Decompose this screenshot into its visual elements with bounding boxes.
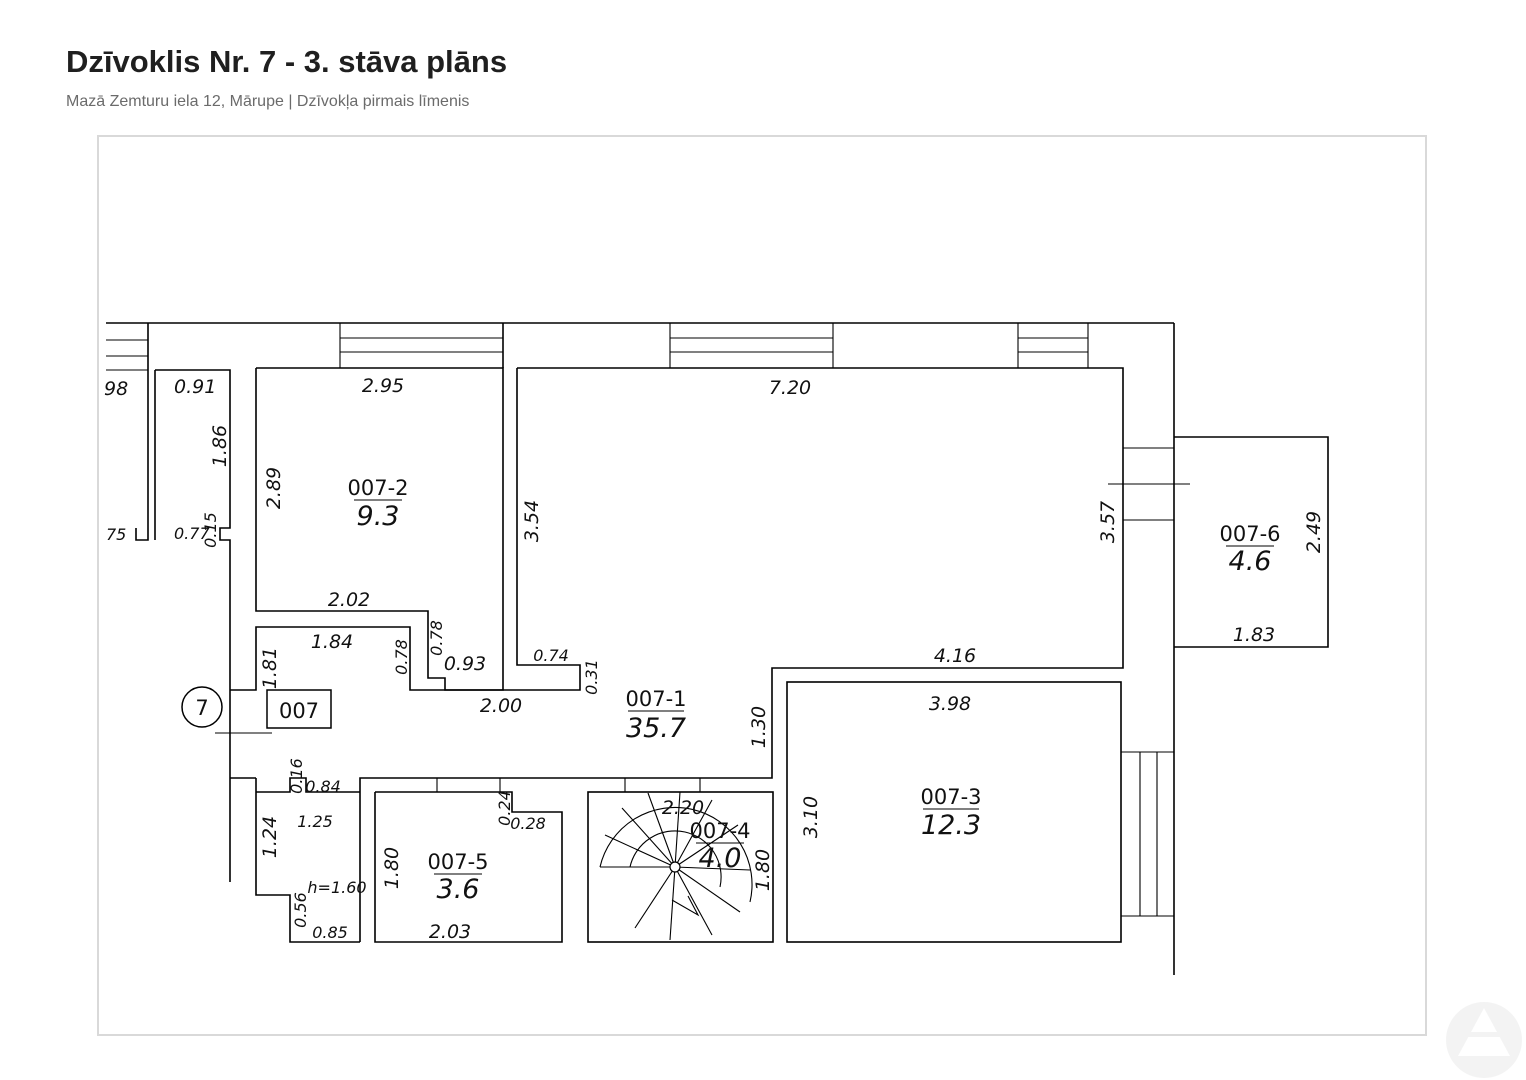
room-label-007-6: 007-6 4.6 bbox=[1219, 522, 1280, 577]
dim-label: 1.83 bbox=[1233, 624, 1275, 646]
dim-label: 3.57 bbox=[1097, 501, 1119, 543]
dim-label: 3.10 bbox=[800, 796, 822, 838]
dim-label: 1.81 bbox=[259, 647, 281, 689]
room-id: 007-2 bbox=[347, 476, 408, 500]
dim-label: 1.86 bbox=[209, 425, 231, 467]
unit-label: 007 bbox=[279, 699, 319, 723]
dimension-labels: 98 0.91 1.86 75 0.77 0.15 2.95 2.89 2.02… bbox=[104, 375, 1325, 943]
room-label-007-4: 007-4 4.0 bbox=[689, 819, 750, 874]
room-id: 007-1 bbox=[625, 687, 686, 711]
room-label-007-2: 007-2 9.3 bbox=[347, 476, 408, 532]
dim-label: 0.56 bbox=[291, 892, 310, 928]
dim-label: 0.91 bbox=[174, 376, 216, 398]
dim-label: 0.31 bbox=[582, 659, 601, 695]
room-007-3-outline bbox=[786, 681, 1122, 943]
dim-label: 2.95 bbox=[362, 375, 404, 397]
page-title: Dzīvoklis Nr. 7 - 3. stāva plāns bbox=[66, 44, 508, 79]
dim-label: 0.78 bbox=[392, 639, 411, 675]
dim-label: 0.74 bbox=[533, 646, 569, 665]
dim-label: 3.98 bbox=[929, 693, 971, 715]
room-label-007-3: 007-3 12.3 bbox=[920, 785, 981, 841]
dim-label: 0.85 bbox=[312, 923, 348, 942]
page-subtitle: Mazā Zemturu iela 12, Mārupe | Dzīvokļa … bbox=[66, 93, 470, 110]
room-area: 35.7 bbox=[626, 713, 686, 744]
dim-label: 0.84 bbox=[305, 777, 341, 796]
dim-label: 1.24 bbox=[259, 816, 281, 858]
entrance-marker-icon bbox=[181, 686, 223, 728]
plan-frame bbox=[97, 135, 1427, 1036]
dim-label: 0.77 bbox=[174, 524, 210, 543]
dim-label: 2.89 bbox=[263, 467, 285, 509]
dim-label: 2.20 bbox=[662, 797, 704, 819]
room-area: 9.3 bbox=[357, 501, 400, 532]
dim-label: 1.80 bbox=[381, 847, 403, 889]
dim-label: 0.24 bbox=[495, 790, 514, 826]
room-007-4-outline bbox=[587, 791, 774, 943]
room-area: 4.0 bbox=[699, 843, 742, 874]
dim-label: 2.02 bbox=[328, 589, 370, 611]
room-area: 12.3 bbox=[921, 810, 981, 841]
dim-label: 0.93 bbox=[444, 653, 486, 675]
dim-label: 1.80 bbox=[752, 849, 774, 891]
dim-label: 4.16 bbox=[934, 645, 976, 667]
room-007-6-outline bbox=[1174, 436, 1329, 648]
room-id: 007-5 bbox=[427, 850, 488, 874]
dim-label: 2.49 bbox=[1303, 511, 1325, 553]
room-id: 007-4 bbox=[689, 819, 750, 843]
dim-label: 98 bbox=[104, 378, 128, 400]
dim-label: 3.54 bbox=[521, 500, 543, 542]
dim-label: 1.84 bbox=[311, 631, 353, 653]
room-id: 007-3 bbox=[920, 785, 981, 809]
room-label-007-1: 007-1 35.7 bbox=[625, 687, 686, 744]
room-area: 3.6 bbox=[437, 874, 480, 905]
room-label-007-5: 007-5 3.6 bbox=[427, 850, 488, 905]
dim-label: 1.25 bbox=[297, 812, 333, 831]
dim-label: 0.16 bbox=[287, 758, 306, 794]
room-007-5-outline bbox=[374, 791, 563, 943]
logo-watermark-icon bbox=[1446, 1002, 1522, 1078]
room-id: 007-6 bbox=[1219, 522, 1280, 546]
dim-label: 7.20 bbox=[769, 377, 811, 399]
spiral-stair-icon bbox=[599, 791, 753, 941]
dim-label: 0.28 bbox=[510, 814, 546, 833]
dim-label: 2.03 bbox=[429, 921, 471, 943]
dim-label: 1.30 bbox=[748, 706, 770, 748]
entrance-marker-label: 7 bbox=[195, 696, 208, 720]
dim-label: 0.15 bbox=[201, 512, 220, 548]
dim-label: 75 bbox=[106, 525, 126, 544]
dim-label: 0.78 bbox=[427, 620, 446, 656]
room-area: 4.6 bbox=[1229, 546, 1272, 577]
dim-label: h=1.60 bbox=[307, 878, 366, 897]
room-007-2-outline bbox=[255, 367, 504, 691]
room-007-1-outline bbox=[359, 367, 1124, 942]
dim-label: 2.00 bbox=[480, 695, 522, 717]
